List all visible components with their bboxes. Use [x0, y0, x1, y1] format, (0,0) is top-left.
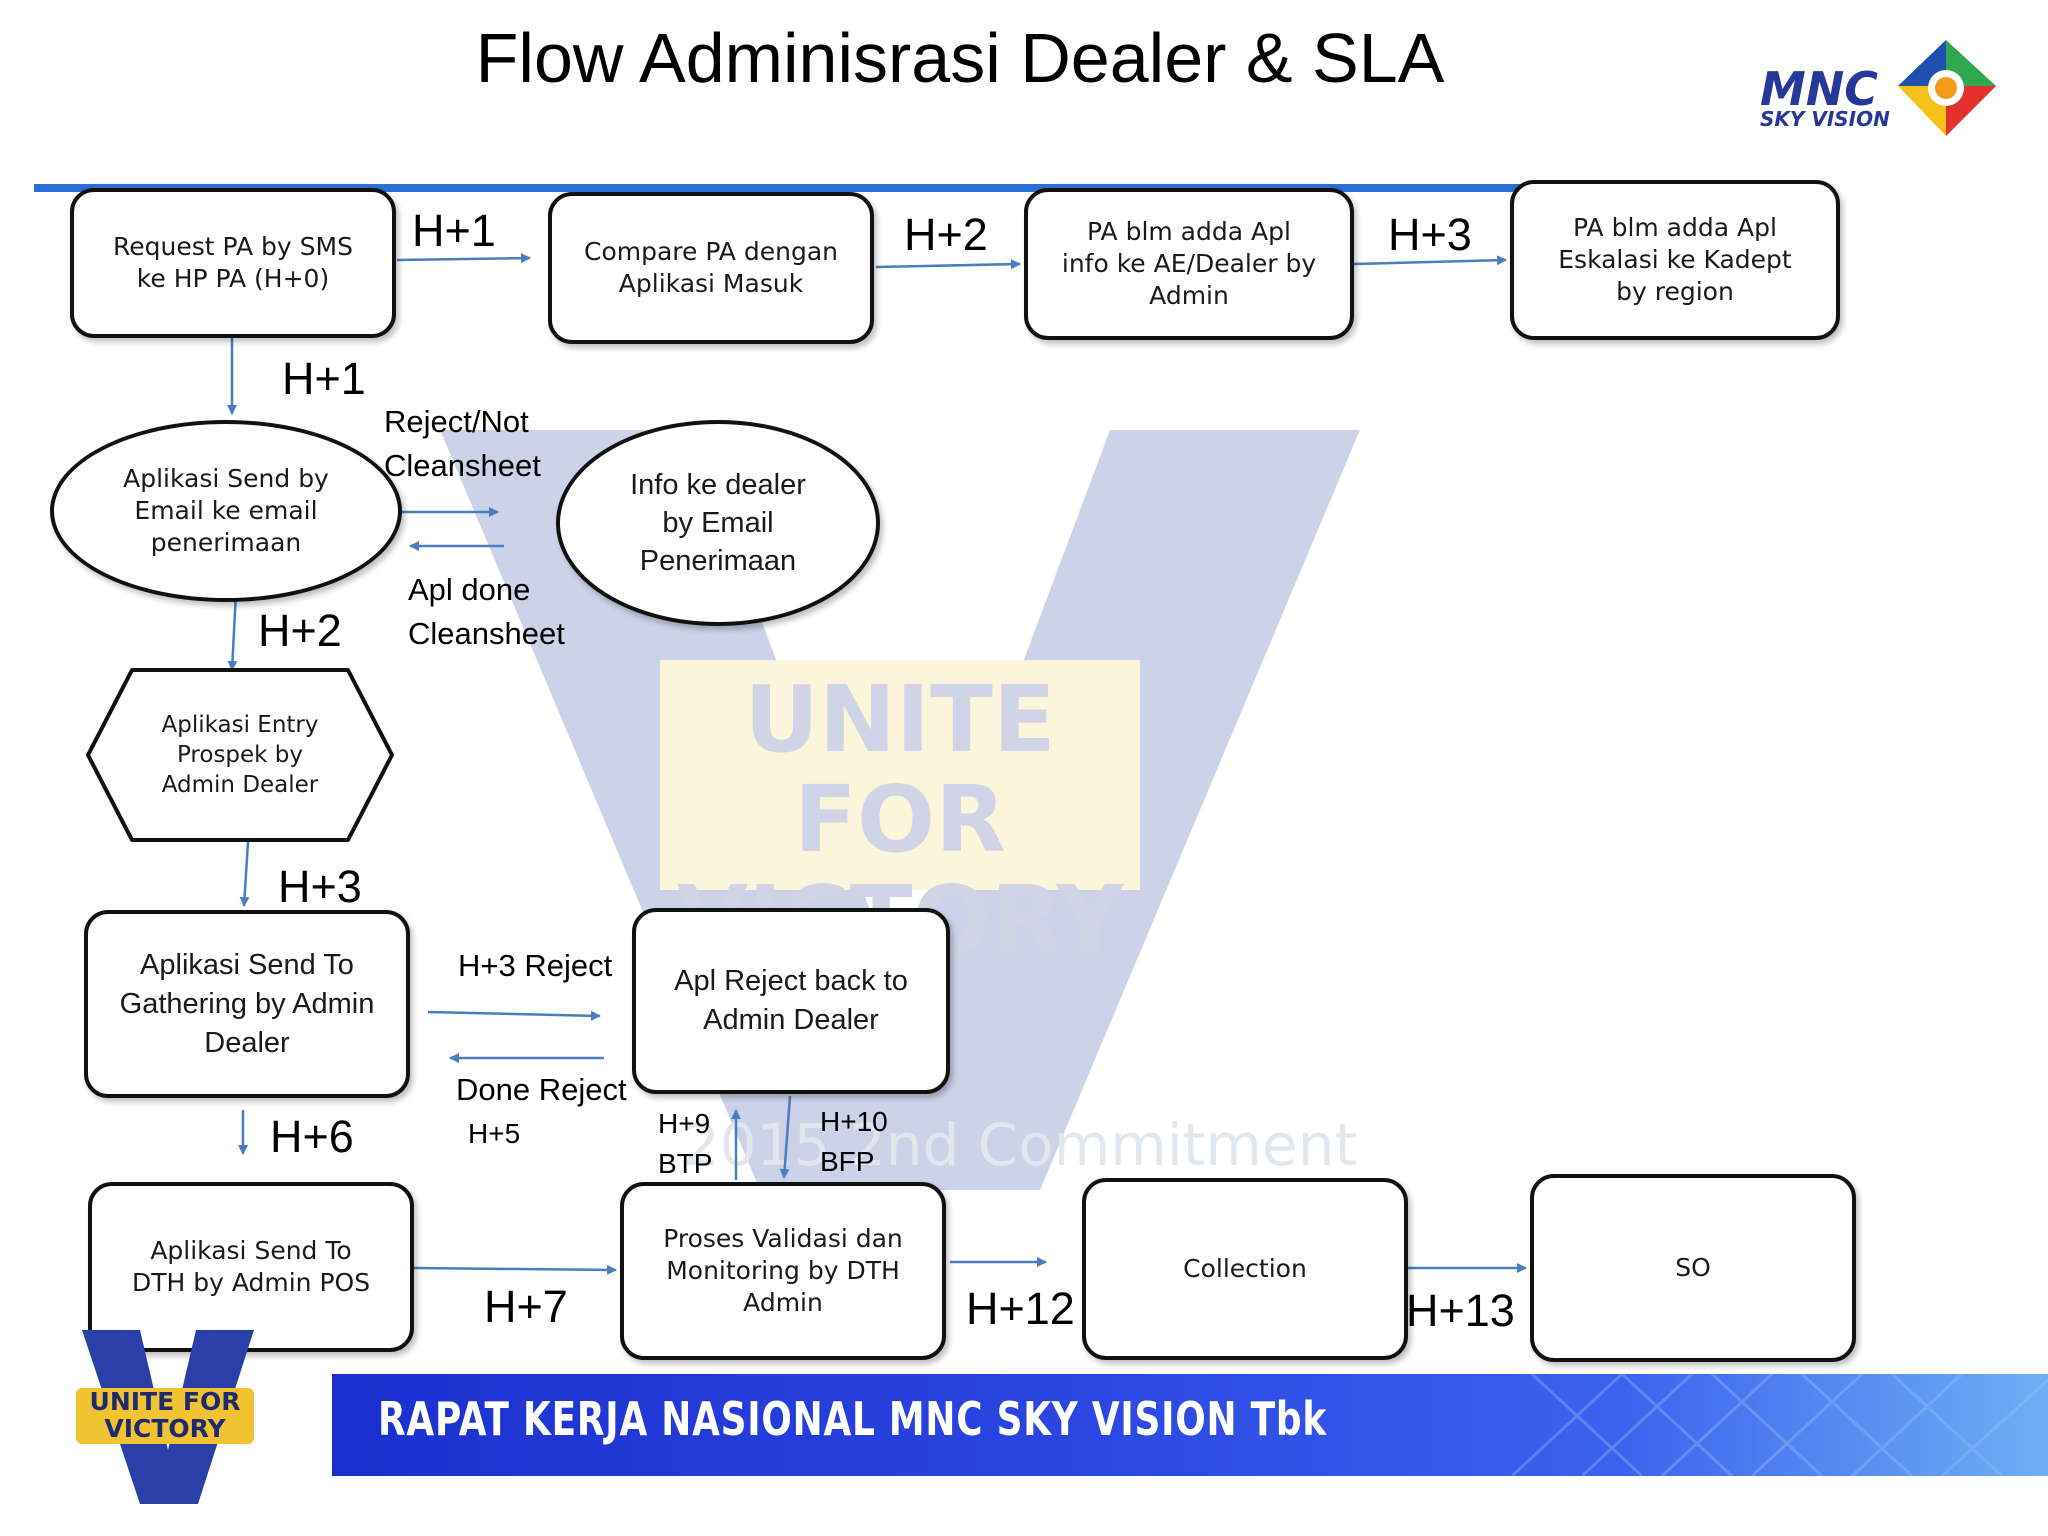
arrow-dth-to-validasi	[413, 1264, 617, 1275]
node-pa-info-ae: PA blm adda Apl info ke AE/Dealer by Adm…	[1024, 188, 1354, 340]
label-h3-down: H+3	[278, 861, 362, 912]
mnc-logo-mark	[1898, 40, 1996, 136]
banner-pattern	[1510, 1374, 2048, 1476]
label-h2-top: H+2	[904, 209, 988, 260]
watermark-commitment: 2015 2nd Commitment	[682, 1111, 1358, 1179]
node-aplikasi-entry: Aplikasi Entry Prospek by Admin Dealer	[161, 712, 319, 798]
footer-badge-text: UNITE FOR VICTORY	[89, 1387, 241, 1443]
arrow-reject-to-validasi	[779, 1095, 792, 1179]
arrow-compare-to-info-ae	[875, 259, 1021, 270]
node-send-gathering: Aplikasi Send To Gathering by Admin Deal…	[84, 910, 410, 1098]
node-compare-pa: Compare PA dengan Aplikasi Masuk	[548, 192, 874, 344]
mnc-logo: MNC SKY VISION	[1756, 36, 2002, 146]
label-h3-reject: H+3 Reject	[458, 948, 613, 983]
node-send-dth: Aplikasi Send To DTH by Admin POS	[88, 1182, 414, 1352]
node-proses-validasi: Proses Validasi dan Monitoring by DTH Ad…	[620, 1182, 946, 1360]
label-h3-top: H+3	[1388, 209, 1472, 260]
label-h2-down: H+2	[258, 605, 342, 656]
logo-brand: MNC	[1760, 62, 1879, 116]
label-reject-not-cleansheet: Reject/Not Cleansheet	[384, 404, 541, 483]
node-aplikasi-entry-shape: Aplikasi Entry Prospek by Admin Dealer	[84, 666, 396, 844]
badge-v-shape	[76, 1330, 254, 1504]
label-apl-done-cleansheet: Apl done Cleansheet	[408, 572, 565, 651]
arrow-request-to-compare	[396, 253, 531, 264]
node-request-pa: Request PA by SMS ke HP PA (H+0)	[70, 188, 396, 338]
footer-banner: RAPAT KERJA NASIONAL MNC SKY VISION Tbk	[332, 1374, 2048, 1476]
footer-banner-text: RAPAT KERJA NASIONAL MNC SKY VISION Tbk	[378, 1392, 1327, 1446]
node-so: SO	[1530, 1174, 1856, 1362]
arrow-gathering-to-reject	[427, 1010, 601, 1021]
hexagon-shape	[86, 668, 394, 842]
page-title: Flow Adminisrasi Dealer & SLA	[475, 19, 1445, 97]
arrow-email-to-entry	[227, 591, 238, 671]
label-h13: H+13	[1406, 1285, 1515, 1336]
node-info-dealer: Info ke dealer by Email Penerimaan	[556, 420, 880, 626]
label-h1-down: H+1	[282, 353, 366, 404]
label-done-reject: Done Reject	[456, 1072, 627, 1107]
label-h1-top: H+1	[412, 205, 496, 256]
label-h5: H+5	[468, 1118, 521, 1149]
arrow-entry-to-gathering	[239, 841, 250, 907]
node-aplikasi-email: Aplikasi Send by Email ke email penerima…	[50, 420, 402, 602]
node-pa-eskalasi: PA blm adda Apl Eskalasi ke Kadept by re…	[1510, 180, 1840, 340]
footer-badge: UNITE FOR VICTORY	[70, 1330, 260, 1506]
label-h10-bfp: H+10 BFP	[820, 1106, 888, 1177]
label-h12: H+12	[966, 1283, 1075, 1334]
label-h6: H+6	[270, 1111, 354, 1162]
label-h9-btp: H+9 BTP	[658, 1108, 713, 1179]
arrow-info-ae-to-eskalasi	[1353, 255, 1507, 266]
node-collection: Collection	[1082, 1178, 1408, 1360]
node-apl-reject: Apl Reject back to Admin Dealer	[632, 908, 950, 1094]
logo-sub: SKY VISION	[1760, 107, 1890, 131]
label-h7: H+7	[484, 1281, 568, 1332]
